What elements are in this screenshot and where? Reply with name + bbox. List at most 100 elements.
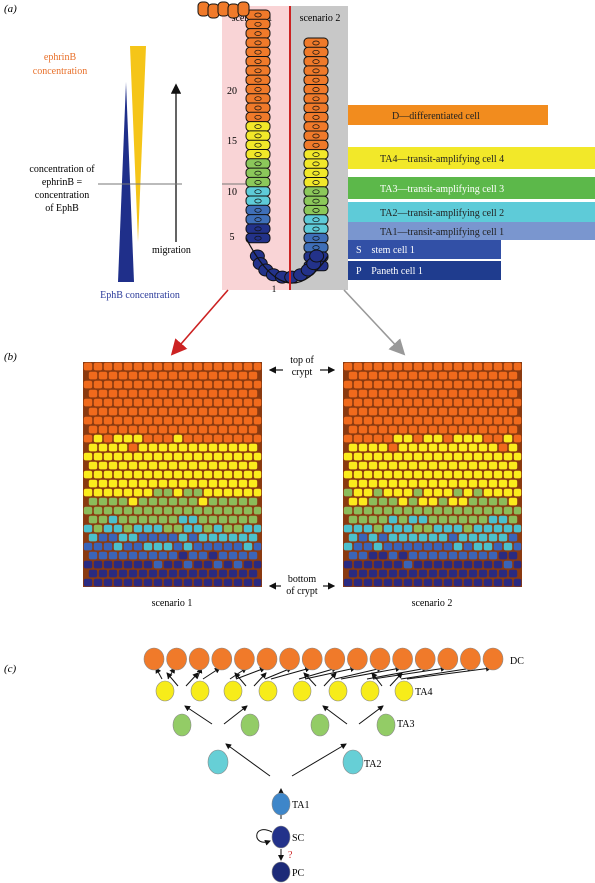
simulated-cell (213, 398, 223, 407)
simulated-cell (478, 533, 488, 542)
lineage-label-ta2: TA2 (364, 759, 382, 770)
simulated-cell (188, 479, 198, 488)
simulated-cell (488, 407, 498, 416)
simulated-cell (488, 371, 498, 380)
simulated-cell (368, 479, 378, 488)
equal-label-line3: concentration (35, 190, 89, 201)
simulated-cell (483, 362, 493, 371)
legend-label-ta3: TA3—transit-amplifying cell 3 (380, 184, 504, 195)
simulated-cell (88, 461, 98, 470)
lineage-label-pc: PC (292, 868, 305, 879)
simulated-cell (418, 515, 428, 524)
crypt-cell-right (303, 204, 329, 216)
crypt-nucleus (312, 208, 320, 213)
simulated-cell (218, 479, 228, 488)
simulated-cell (113, 362, 123, 371)
simulated-cell (393, 524, 403, 533)
crypt-nucleus (254, 12, 262, 18)
lineage-arrow (253, 672, 267, 687)
simulated-cell (358, 569, 368, 578)
simulated-cell (233, 434, 243, 443)
simulated-cell (433, 506, 443, 515)
simulated-cell (108, 425, 118, 434)
crypt-cell-left (245, 139, 271, 151)
simulated-cell (353, 434, 363, 443)
simulated-cell (458, 425, 468, 434)
simulated-cell (498, 569, 508, 578)
simulated-cell (148, 515, 158, 524)
ephrinb-label-line1: ephrinB (44, 52, 77, 63)
simulated-cell (488, 425, 498, 434)
simulated-cell (88, 533, 98, 542)
crypt-cell-right (303, 111, 329, 123)
simulated-cell (368, 515, 378, 524)
simulation-scenario2 (343, 362, 522, 587)
simulated-cell (88, 443, 98, 452)
simulated-cell (363, 560, 373, 569)
lineage-node-ta4 (258, 680, 278, 702)
simulated-cell (488, 551, 498, 560)
simulated-cell (353, 416, 363, 425)
simulated-cell (203, 434, 213, 443)
simulated-cell (83, 434, 93, 443)
lineage-arrow (304, 666, 357, 680)
simulated-cell (448, 569, 458, 578)
simulated-cell (143, 452, 153, 461)
simulated-cell (203, 506, 213, 515)
simulated-cell (108, 569, 118, 578)
simulated-cell (423, 380, 433, 389)
simulated-cell (438, 443, 448, 452)
simulated-cell (423, 416, 433, 425)
simulated-cell (508, 425, 518, 434)
simulated-cell (168, 479, 178, 488)
simulated-cell (413, 434, 423, 443)
simulated-cell (223, 506, 233, 515)
crypt-nucleus (254, 198, 262, 204)
simulated-cell (113, 470, 123, 479)
simulated-cell (88, 407, 98, 416)
simulated-cell (178, 533, 188, 542)
simulated-cell (83, 452, 93, 461)
simulated-cell (213, 470, 223, 479)
simulated-cell (393, 434, 403, 443)
simulated-cell (348, 425, 358, 434)
simulated-cell (438, 407, 448, 416)
lineage-arrow (406, 665, 492, 680)
simulated-cell (218, 425, 228, 434)
simulated-cell (493, 542, 503, 551)
simulated-cell (433, 452, 443, 461)
simulated-cell (253, 416, 262, 425)
simulated-cell (453, 362, 463, 371)
simulated-cell (363, 542, 373, 551)
simulated-cell (173, 578, 183, 587)
simulated-cell (193, 488, 203, 497)
simulated-cell (473, 560, 483, 569)
simulated-cell (363, 488, 373, 497)
simulated-cell (448, 533, 458, 542)
simulated-cell (463, 542, 473, 551)
simulated-cell (173, 398, 183, 407)
lineage-node-ta4 (360, 680, 380, 702)
simulated-cell (423, 488, 433, 497)
simulated-cell (433, 398, 443, 407)
simulated-cell (233, 470, 243, 479)
simulated-cell (393, 398, 403, 407)
simulated-cell (473, 506, 483, 515)
simulated-cell (368, 407, 378, 416)
simulated-cell (513, 470, 522, 479)
simulated-cell (173, 488, 183, 497)
simulated-cell (398, 533, 408, 542)
simulated-cell (483, 578, 493, 587)
simulated-cell (243, 524, 253, 533)
crypt-cell-left (245, 223, 271, 234)
simulated-cell (398, 551, 408, 560)
simulated-cell (493, 380, 503, 389)
simulated-cell (483, 506, 493, 515)
simulated-cell (438, 533, 448, 542)
simulated-cell (128, 389, 138, 398)
lineage-node-ta4 (328, 680, 348, 702)
simulated-cell (493, 578, 503, 587)
simulated-cell (453, 578, 463, 587)
simulated-cell (488, 389, 498, 398)
simulated-cell (213, 578, 223, 587)
